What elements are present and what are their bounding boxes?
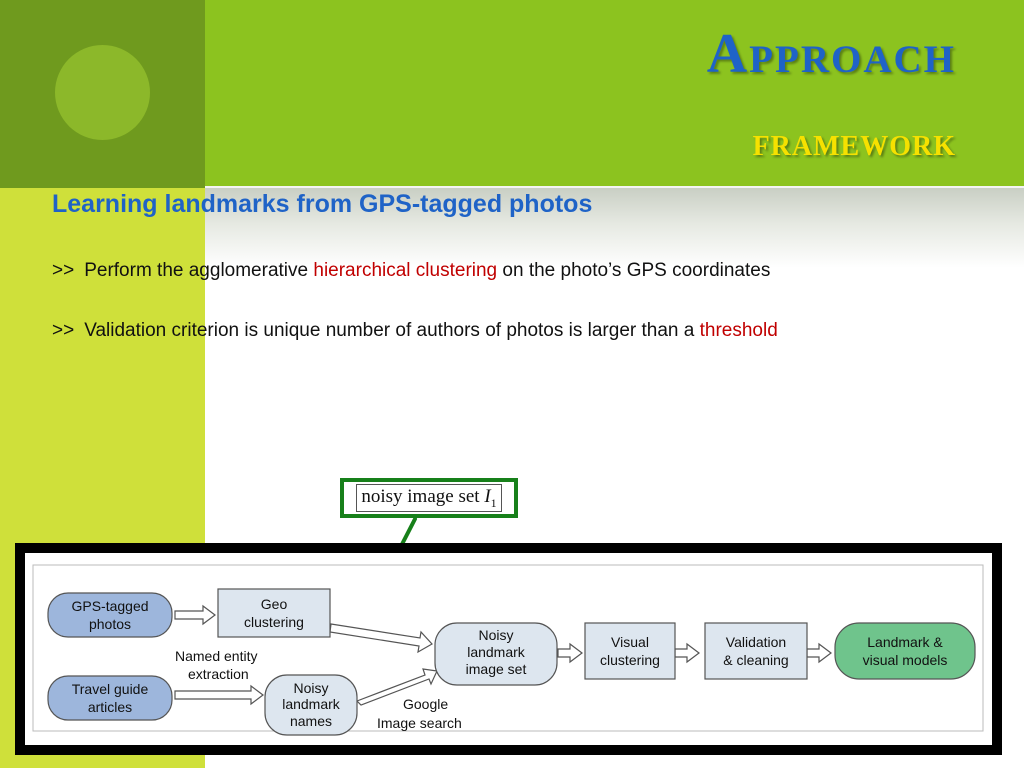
pipeline-figure: GPS-tagged photos Travel guide articles … [15, 543, 1002, 755]
node-landmark-models-label-2: visual models [863, 652, 948, 668]
figure-inner-border [32, 564, 984, 732]
section-heading: Learning landmarks from GPS-tagged photo… [52, 190, 593, 218]
bullet-text: Perform the agglomerative [84, 260, 314, 281]
node-noisy-names-label-2: landmark [282, 696, 341, 712]
node-noisy-image-set [434, 622, 558, 686]
label-extraction: extraction [188, 666, 249, 682]
bullet-text: Validation criterion is unique number of… [84, 320, 700, 341]
node-geo-clustering [217, 588, 331, 638]
node-landmark-models [834, 622, 976, 680]
node-validation-cleaning-label-2: & cleaning [723, 652, 788, 668]
arrow-names-set [355, 668, 438, 706]
node-gps-photos-label-2: photos [89, 616, 131, 632]
node-landmark-models-label: Landmark & [867, 634, 943, 650]
bullet-text-end: on the photo’s GPS coordinates [497, 260, 771, 281]
slide-subtitle: framework [752, 119, 956, 164]
pipeline-diagram: GPS-tagged photos Travel guide articles … [32, 564, 984, 736]
node-geo-clustering-label: Geo [261, 596, 288, 612]
node-noisy-names [264, 674, 358, 736]
flow-arrows [174, 604, 832, 706]
node-noisy-image-set-label: Noisy [478, 627, 513, 643]
bullet-marker: >> [52, 260, 75, 281]
node-noisy-names-label: Noisy [293, 680, 328, 696]
node-visual-clustering-label-2: clustering [600, 652, 660, 668]
arrow-set-visual [557, 642, 583, 664]
node-travel-articles-label-2: articles [88, 699, 132, 715]
label-named-entity: Named entity [175, 648, 257, 664]
node-visual-clustering-label: Visual [611, 634, 649, 650]
bullet-validation: >> Validation criterion is unique number … [52, 320, 778, 342]
arrow-validation-landmark [806, 642, 832, 664]
node-noisy-names-label-3: names [290, 713, 332, 729]
pipeline-figure-canvas: GPS-tagged photos Travel guide articles … [25, 553, 992, 745]
callout-symbol: I [484, 485, 491, 507]
node-gps-photos-label: GPS-tagged [71, 598, 148, 614]
bullet-highlight: hierarchical clustering [313, 260, 498, 281]
arrow-travel-names [174, 684, 264, 706]
decorative-circle [55, 45, 150, 140]
node-visual-clustering [584, 622, 676, 680]
bullet-marker: >> [52, 320, 75, 341]
node-geo-clustering-label-2: clustering [244, 614, 304, 630]
node-travel-articles-label: Travel guide [72, 681, 149, 697]
arrow-geo-set [329, 623, 433, 654]
label-google: Google [403, 696, 448, 712]
node-gps-photos [47, 592, 173, 638]
bullet-highlight: threshold [699, 320, 778, 341]
label-image-search: Image search [377, 715, 462, 731]
callout-subscript: 1 [490, 495, 497, 510]
title-divider [205, 186, 1024, 189]
header-shadow [205, 188, 1024, 268]
callout-text: noisy image set [361, 485, 485, 507]
slide-title: Approach [706, 23, 956, 85]
callout-label: noisy image set I1 [356, 483, 502, 513]
node-validation-cleaning-label: Validation [726, 634, 786, 650]
title-band [205, 0, 1024, 188]
arrow-visual-validation [674, 642, 700, 664]
node-noisy-image-set-label-2: landmark [467, 644, 526, 660]
noisy-image-set-callout: noisy image set I1 [340, 478, 518, 518]
node-validation-cleaning [704, 622, 808, 680]
bullet-clustering: >> Perform the agglomerative hierarchical… [52, 260, 770, 282]
node-noisy-image-set-label-3: image set [466, 661, 527, 677]
arrow-gps-geo [174, 604, 216, 626]
node-travel-articles [47, 675, 173, 721]
